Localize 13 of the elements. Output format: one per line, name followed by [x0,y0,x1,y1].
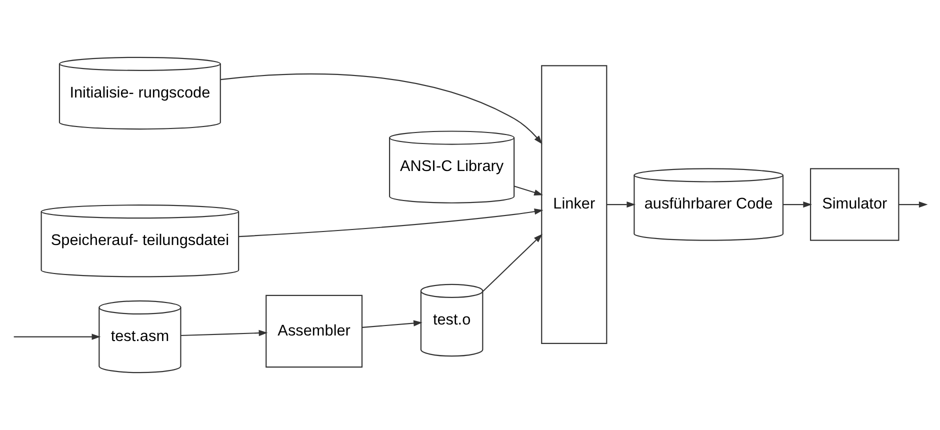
arrow [238,208,544,238]
arrow [482,234,543,292]
arrow [898,201,928,208]
node-box: Linker [541,65,608,344]
arrow [220,73,542,144]
arrow [514,186,543,196]
node-box: Assembler [266,294,363,368]
arrow [180,330,268,336]
arrow [14,334,101,340]
arrow [783,201,812,208]
arrow [606,201,636,208]
arrow [362,320,422,328]
node-box: Simulator [810,168,900,241]
